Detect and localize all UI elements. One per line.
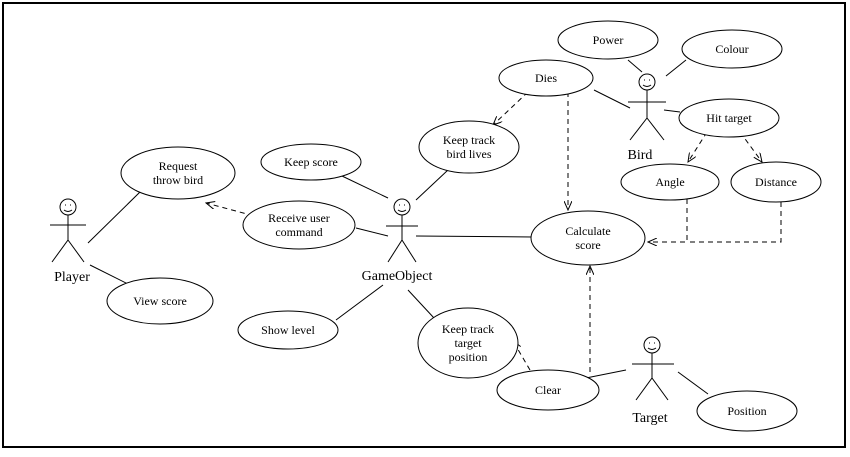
uc-label-line: Colour (715, 42, 748, 56)
dep-hit-distance (739, 131, 762, 162)
uc-label-line: position (449, 350, 488, 364)
uc-keep-track-bird-lives (418, 120, 520, 174)
dep-distance-calc (690, 202, 782, 243)
uc-label-line: target (454, 336, 482, 350)
uc-label-line: bird lives (447, 147, 492, 161)
assoc-clear-target (585, 369, 627, 379)
uc-label-distance: Distance (755, 175, 797, 189)
actor-label-player: Player (54, 270, 90, 285)
uc-position (696, 390, 798, 432)
uc-label-show-level: Show level (261, 323, 315, 337)
uc-label-angle: Angle (655, 175, 684, 189)
uc-label-line: Keep track (443, 133, 495, 147)
assoc-go-target-pos (407, 289, 435, 319)
dep-hit-angle (688, 131, 708, 162)
uc-label-line: Distance (755, 175, 797, 189)
actor-target (632, 336, 674, 401)
actor-label-target: Target (632, 411, 667, 426)
uc-dies (498, 59, 594, 97)
uc-label-line: Keep track (442, 322, 494, 336)
uc-label-hit-target: Hit target (706, 111, 752, 125)
uc-label-position: Position (727, 404, 766, 418)
assoc-bird-hit (663, 109, 681, 113)
assoc-player-request (87, 191, 141, 244)
uc-label-view-score: View score (133, 294, 187, 308)
uc-label-line: Receive user (268, 211, 330, 225)
uc-label-colour: Colour (715, 42, 748, 56)
outer-border (2, 2, 846, 448)
uc-label-line: Clear (535, 383, 561, 397)
assoc-go-calc (415, 235, 534, 238)
uc-label-line: Angle (655, 175, 684, 189)
actor-bird (628, 73, 666, 141)
assoc-target-position (677, 371, 709, 395)
actor-gameobject (386, 198, 418, 263)
uc-label-line: Power (593, 33, 624, 47)
uc-clear (496, 369, 600, 411)
uc-label-line: Calculate (565, 224, 610, 238)
uc-hit-target (678, 98, 780, 138)
uc-label-line: Request (159, 159, 198, 173)
uc-label-line: score (575, 238, 600, 252)
uc-show-level (237, 310, 339, 350)
assoc-dies-bird (593, 89, 631, 109)
actor-label-bird: Bird (628, 148, 653, 163)
assoc-player-view (89, 264, 133, 287)
uc-label-line: View score (133, 294, 187, 308)
uc-keep-track-target-position (417, 307, 519, 379)
dep-angle-calc (648, 199, 688, 242)
actor-player (50, 198, 86, 263)
dep-dies-birdlives (493, 91, 529, 125)
uc-receive-user-command (242, 200, 356, 250)
uc-request-throw-bird (120, 146, 236, 200)
uc-angle (620, 163, 720, 201)
assoc-power-bird (627, 59, 643, 73)
uc-keep-score (260, 143, 362, 181)
uc-label-line: Hit target (706, 111, 752, 125)
uc-calculate-score (530, 210, 646, 266)
associations (87, 59, 709, 395)
actor-label-gameobject: GameObject (362, 269, 433, 284)
uc-label-clear: Clear (535, 383, 561, 397)
uc-label-line: throw bird (153, 173, 203, 187)
uc-colour (681, 29, 783, 69)
assoc-go-receive (355, 227, 389, 237)
uc-view-score (106, 277, 214, 325)
uc-label-line: Show level (261, 323, 315, 337)
uc-label-line: Dies (535, 71, 557, 85)
uc-label-line: Keep score (284, 155, 338, 169)
use-case-ellipses (106, 20, 822, 432)
uc-distance (730, 161, 822, 203)
assoc-keep-score-go (341, 175, 389, 199)
uc-label-dies: Dies (535, 71, 557, 85)
uc-label-line: Position (727, 404, 766, 418)
uc-label-keep-score: Keep score (284, 155, 338, 169)
uc-power (557, 20, 659, 60)
assoc-bird-lives-go (415, 169, 449, 201)
uc-label-line: command (275, 225, 322, 239)
uc-label-power: Power (593, 33, 624, 47)
assoc-colour-bird (665, 59, 687, 77)
assoc-go-showlevel (335, 284, 384, 321)
